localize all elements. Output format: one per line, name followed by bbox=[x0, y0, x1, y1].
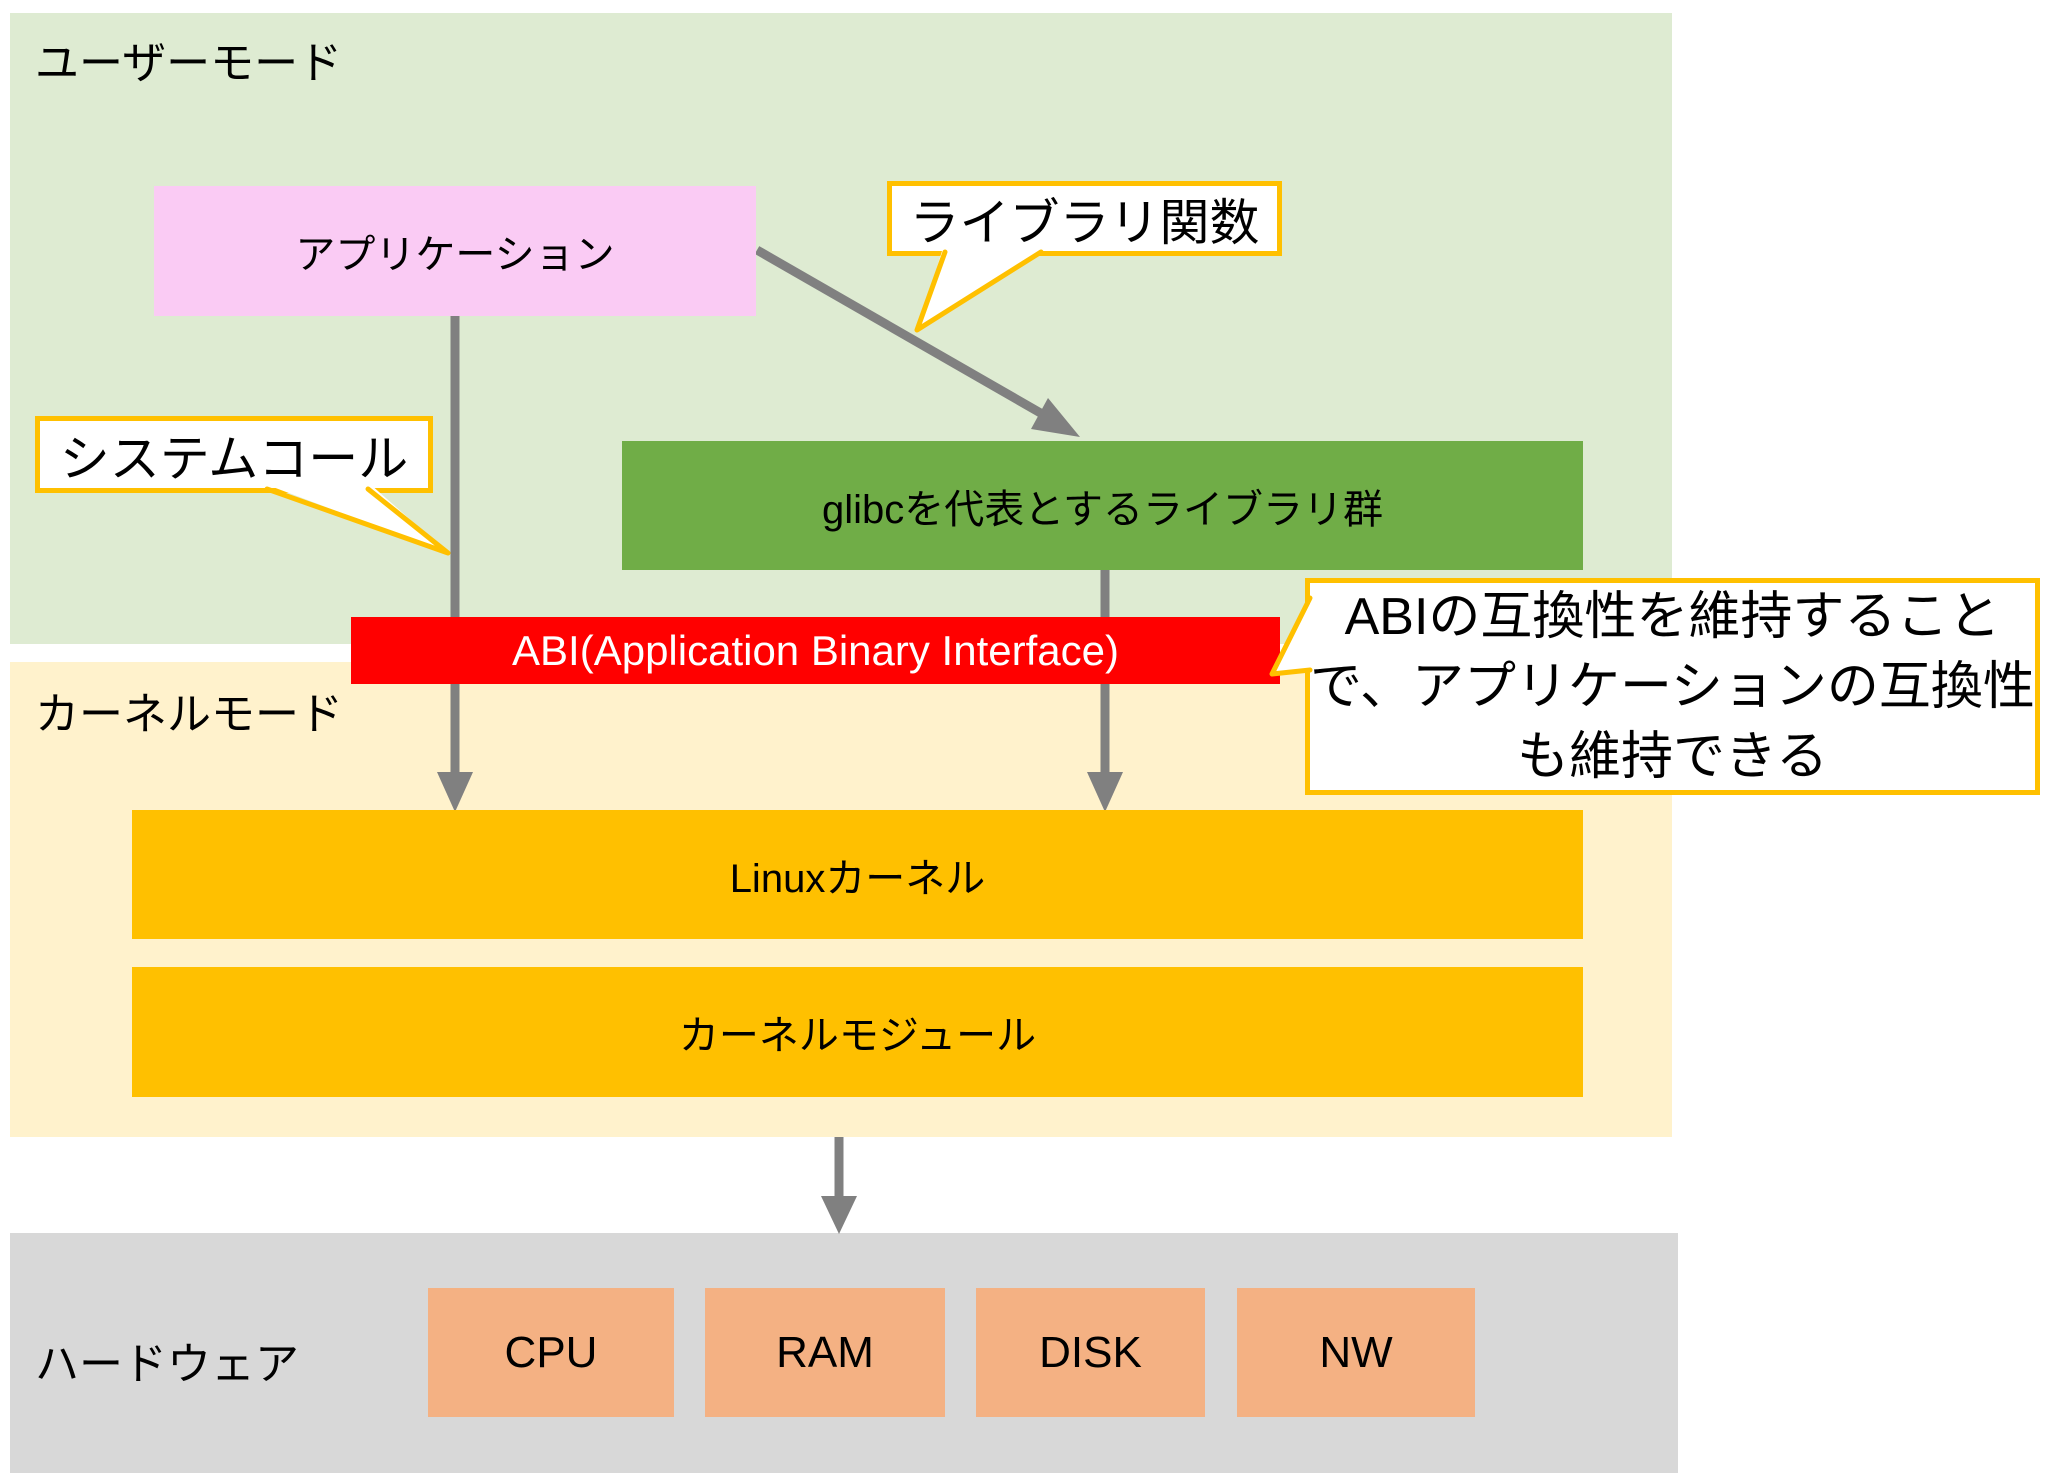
hardware-label: ハードウェア bbox=[35, 1340, 299, 1389]
hardware-box-cpu: CPU bbox=[428, 1288, 674, 1417]
abi-note-line-3: も維持できる bbox=[1517, 727, 1828, 786]
system-call-callout: システムコール bbox=[35, 416, 433, 493]
hardware-box-ram: RAM bbox=[705, 1288, 945, 1417]
kernel-module-box: カーネルモジュール bbox=[132, 967, 1583, 1097]
user-mode-label: ユーザーモード bbox=[35, 39, 343, 88]
kernel-to-hardware-arrow-icon bbox=[821, 1137, 857, 1234]
glibc-library-box: glibcを代表とするライブラリ群 bbox=[622, 441, 1583, 570]
library-function-callout-label: ライブラリ関数 bbox=[909, 194, 1260, 251]
abi-note-callout: ABIの互換性を維持すること で、アプリケーションの互換性 も維持できる bbox=[1305, 578, 2040, 795]
abi-bar: ABI(Application Binary Interface) bbox=[351, 617, 1280, 684]
kernel-mode-label: カーネルモード bbox=[35, 690, 343, 739]
library-function-callout: ライブラリ関数 bbox=[887, 181, 1282, 256]
abi-note-line-2: で、アプリケーションの互換性 bbox=[1310, 657, 2035, 716]
system-call-callout-label: システムコール bbox=[59, 430, 409, 487]
hardware-box-disk: DISK bbox=[976, 1288, 1205, 1417]
linux-kernel-box: Linuxカーネル bbox=[132, 810, 1583, 939]
abi-note-line-1: ABIの互換性を維持すること bbox=[1344, 587, 2001, 646]
application-box: アプリケーション bbox=[154, 186, 756, 316]
hardware-box-nw: NW bbox=[1237, 1288, 1475, 1417]
